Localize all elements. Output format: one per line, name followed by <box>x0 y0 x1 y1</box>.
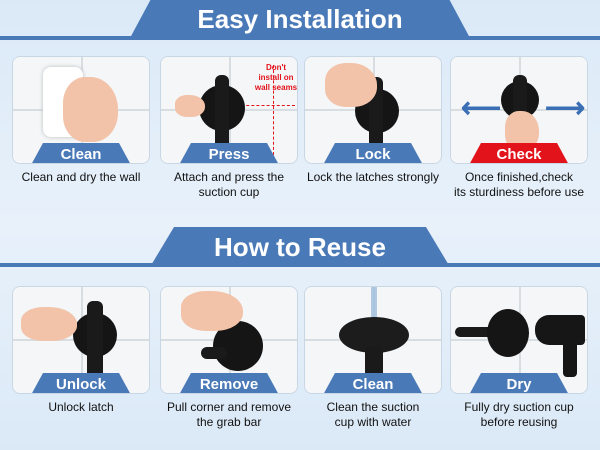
step-caption: Clean the suction cup with water <box>326 400 420 429</box>
reuse-step-remove: Remove Pull corner and remove the grab b… <box>160 286 298 430</box>
install-step-lock: Lock Lock the latches strongly <box>304 56 442 185</box>
step-label: Unlock <box>31 373 131 393</box>
photo-unlock: Unlock <box>12 286 150 394</box>
hand-icon <box>181 291 243 331</box>
step-label: Clean <box>31 143 131 163</box>
step-caption: Unlock latch <box>48 400 114 414</box>
step-label: Remove <box>179 373 279 393</box>
step-caption: Once finished,check its sturdiness befor… <box>453 170 585 199</box>
grab-bar-icon <box>201 347 227 359</box>
step-label: Dry <box>469 373 569 393</box>
hair-dryer-handle-icon <box>563 337 577 377</box>
reuse-title-banner: How to Reuse <box>150 227 450 267</box>
hand-icon <box>21 307 77 341</box>
arrow-left-icon: ⟵ <box>461 92 502 123</box>
photo-lock: Lock <box>304 56 442 164</box>
install-step-clean: Clean Clean and dry the wall <box>12 56 150 185</box>
grab-bar-icon <box>455 327 495 337</box>
install-step-press: Don't install on wall seams Press Attach… <box>160 56 298 200</box>
arrow-right-icon: ⟶ <box>545 92 586 123</box>
step-label: Lock <box>323 143 423 163</box>
install-step-check: ⟵ ⟶ Check Once finished,check its sturdi… <box>450 56 588 200</box>
step-caption: Fully dry suction cup before reusing <box>464 400 574 429</box>
hand-icon <box>175 95 205 117</box>
photo-rinse: Clean <box>304 286 442 394</box>
hand-icon <box>325 63 377 107</box>
step-caption: Pull corner and remove the grab bar <box>166 400 292 429</box>
reuse-title: How to Reuse <box>214 231 386 262</box>
step-caption: Attach and press the suction cup <box>173 170 285 199</box>
photo-check: ⟵ ⟶ Check <box>450 56 588 164</box>
seam-warning: Don't install on wall seams <box>254 63 298 92</box>
photo-press: Don't install on wall seams Press <box>160 56 298 164</box>
step-label: Check <box>469 143 569 163</box>
install-title: Easy Installation <box>197 3 403 34</box>
reuse-step-unlock: Unlock Unlock latch <box>12 286 150 415</box>
step-label: Clean <box>323 373 423 393</box>
install-title-banner: Easy Installation <box>130 0 470 38</box>
hand-icon <box>63 77 118 142</box>
top-band-line <box>0 36 600 40</box>
hair-dryer-icon <box>535 315 585 345</box>
suction-cup-icon <box>487 309 529 357</box>
photo-dry: Dry <box>450 286 588 394</box>
reuse-step-clean: Clean Clean the suction cup with water <box>304 286 442 430</box>
step-caption: Clean and dry the wall <box>21 170 141 184</box>
photo-remove: Remove <box>160 286 298 394</box>
step-label: Press <box>179 143 279 163</box>
water-stream-icon <box>371 287 377 327</box>
photo-clean: Clean <box>12 56 150 164</box>
step-caption: Lock the latches strongly <box>306 170 440 184</box>
grab-bar-icon <box>87 301 103 389</box>
reuse-step-dry: Dry Fully dry suction cup before reusing <box>450 286 588 430</box>
grab-bar-icon <box>215 75 229 155</box>
